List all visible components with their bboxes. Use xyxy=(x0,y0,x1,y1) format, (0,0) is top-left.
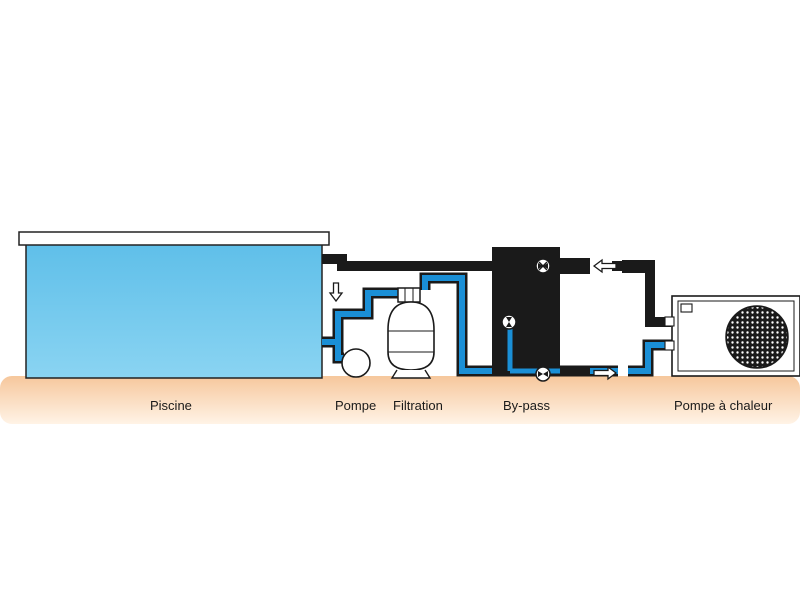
return-pipe-main xyxy=(322,254,492,271)
label-piscine: Piscine xyxy=(150,398,192,413)
heatpump-inlet-stub xyxy=(622,260,655,273)
bypass-top-header xyxy=(560,258,590,274)
bypass-bottom-header xyxy=(560,366,590,376)
pool-coping xyxy=(18,231,330,246)
label-pompe-a-chaleur: Pompe à chaleur xyxy=(674,398,773,413)
pool-water xyxy=(25,243,323,379)
pipe-pool-to-pump xyxy=(335,342,344,361)
pool xyxy=(18,231,330,379)
valve-bottom[interactable] xyxy=(535,366,551,382)
arrow-right-icon xyxy=(593,365,618,381)
arrow-down-icon xyxy=(328,282,344,303)
circle-pump-icon xyxy=(341,348,371,378)
sand-filter-tank-icon xyxy=(387,287,435,379)
label-pompe: Pompe xyxy=(335,398,377,413)
arrow-left-icon xyxy=(592,258,617,274)
valve-middle[interactable] xyxy=(501,314,517,330)
fan-grille-icon xyxy=(725,305,789,369)
return-pipe-heatpump xyxy=(612,261,671,327)
control-panel xyxy=(680,303,693,313)
label-filtration: Filtration xyxy=(393,398,443,413)
ground-strip xyxy=(0,376,800,424)
pipe-heatpump-inlet xyxy=(628,342,672,374)
label-bypass: By-pass xyxy=(503,398,550,413)
valve-top[interactable] xyxy=(535,258,551,274)
heat-pump-unit-icon xyxy=(664,295,800,377)
